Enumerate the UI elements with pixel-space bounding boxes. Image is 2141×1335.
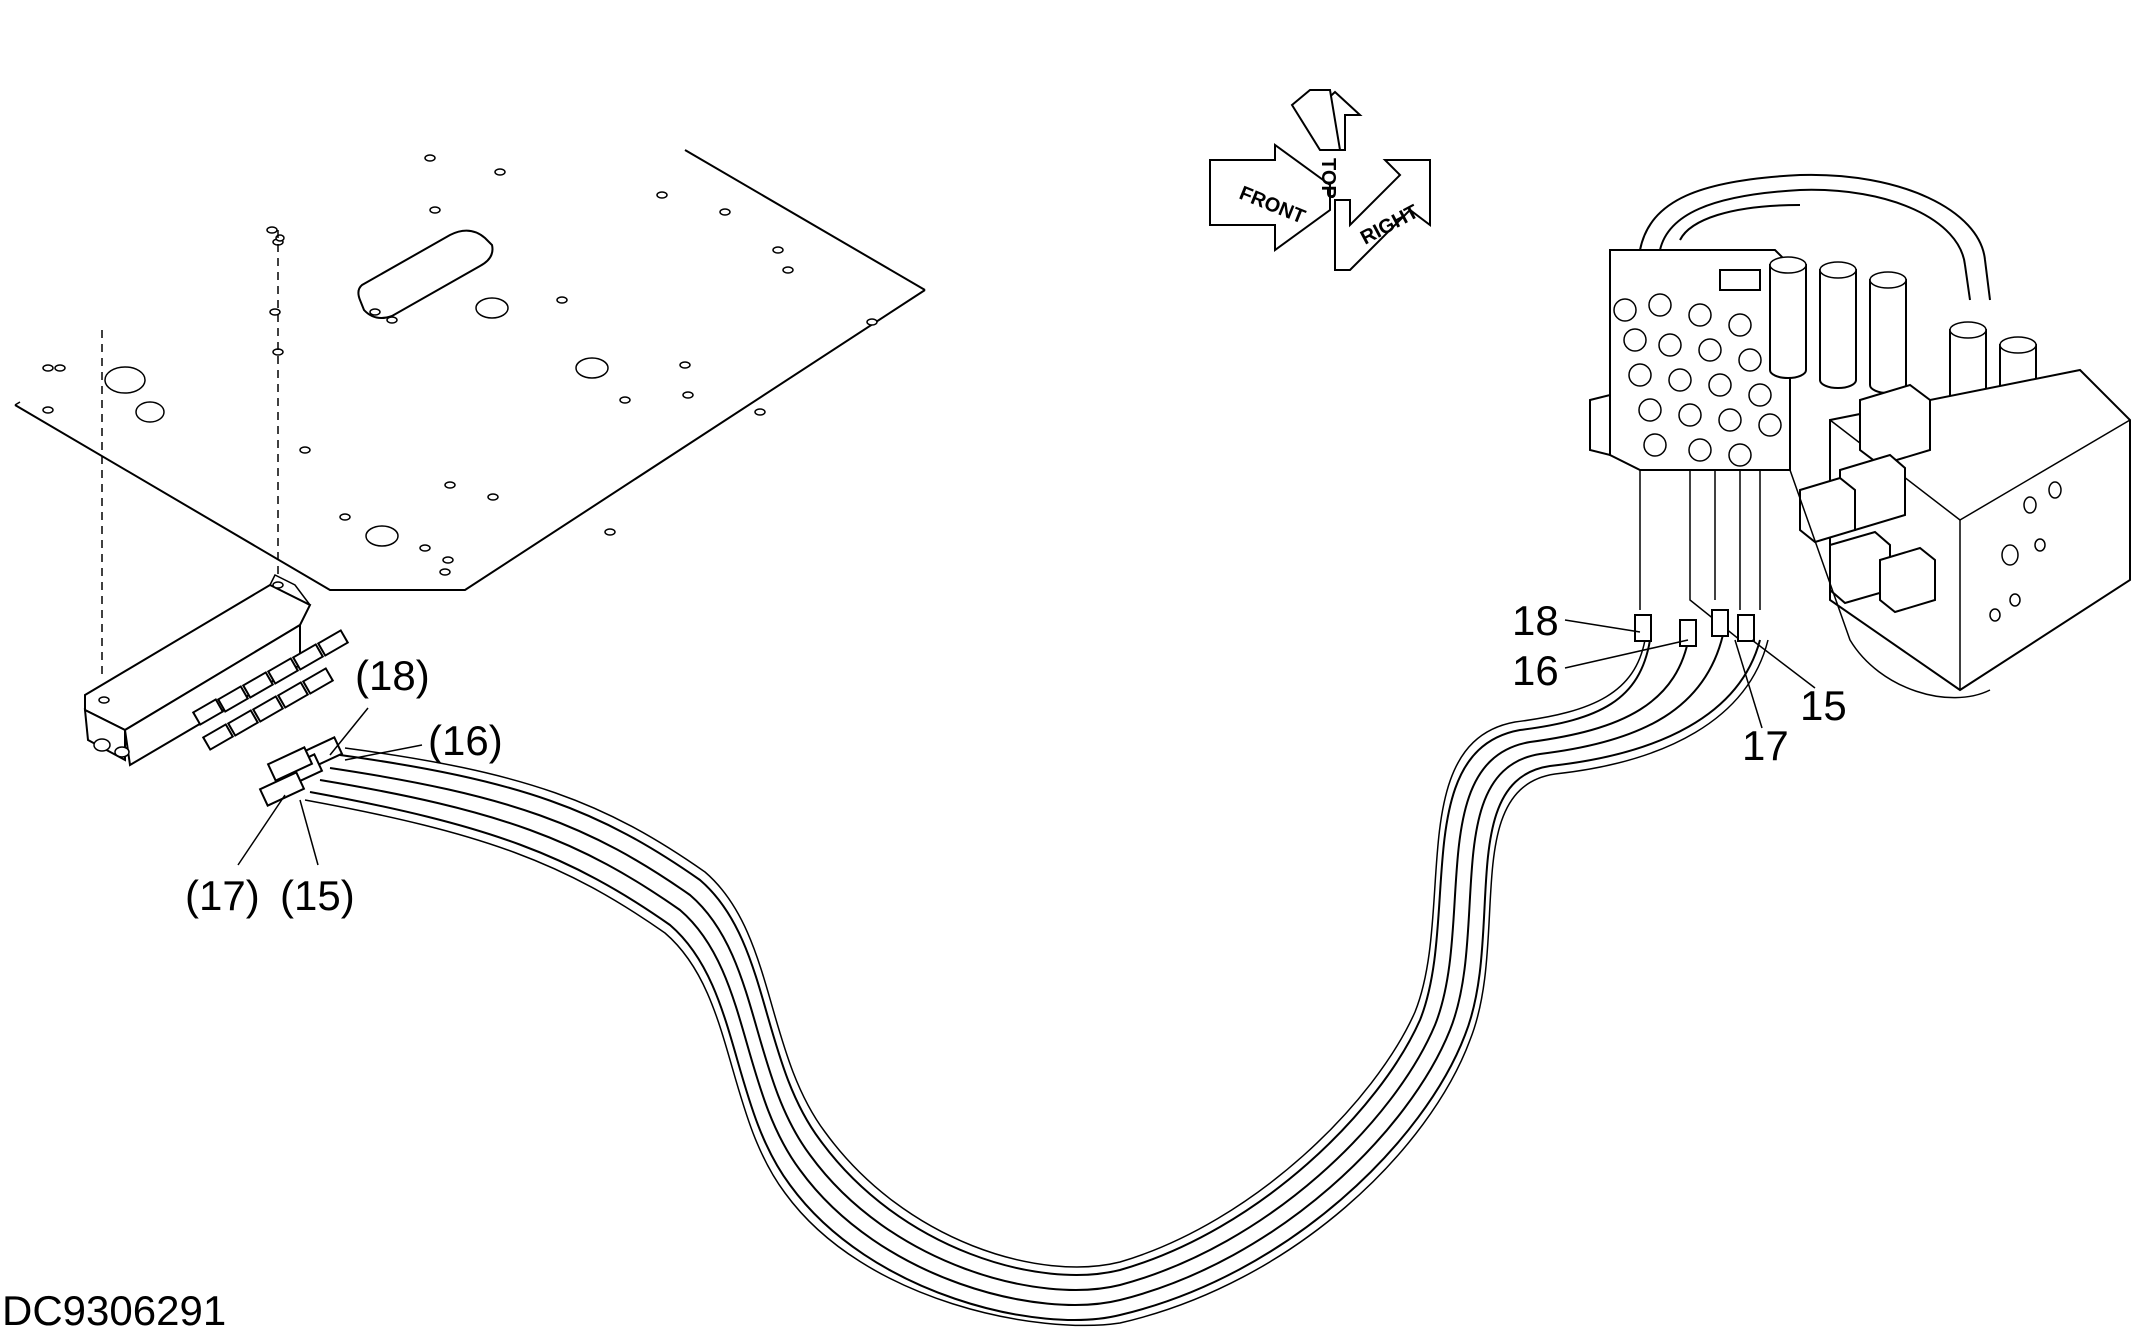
leader-lines (237, 619, 1816, 866)
callout-left-18: (18) (355, 652, 430, 699)
callouts: (18) (16) (17) (15) 18 16 17 15 (185, 597, 1847, 919)
manifold-fittings (191, 629, 350, 751)
callout-right-15: 15 (1800, 682, 1847, 729)
hose-bundle (304, 624, 1769, 1327)
right-arrow-icon (1334, 159, 1431, 271)
orientation-arrows: FRONT TOP RIGHT (1209, 89, 1431, 271)
floor-plate (14, 149, 926, 680)
callout-left-15: (15) (280, 872, 355, 919)
control-valve-assembly (1589, 173, 2131, 699)
callout-right-16: 16 (1512, 647, 1559, 694)
left-manifold-block (83, 573, 350, 807)
valve-ports (1613, 293, 1782, 467)
top-label: TOP (1317, 158, 1339, 199)
right-hose-fittings (1634, 609, 1755, 647)
plate-bolt-holes (42, 154, 878, 576)
callout-left-16: (16) (428, 717, 503, 764)
front-arrow-icon (1209, 143, 1331, 252)
callout-right-18: 18 (1512, 597, 1559, 644)
drawing-code: DC9306291 (2, 1287, 226, 1334)
valve-block-holes (1989, 481, 2062, 622)
callout-left-17: (17) (185, 872, 260, 919)
left-hose-fittings (258, 736, 344, 807)
callout-right-17: 17 (1742, 722, 1789, 769)
